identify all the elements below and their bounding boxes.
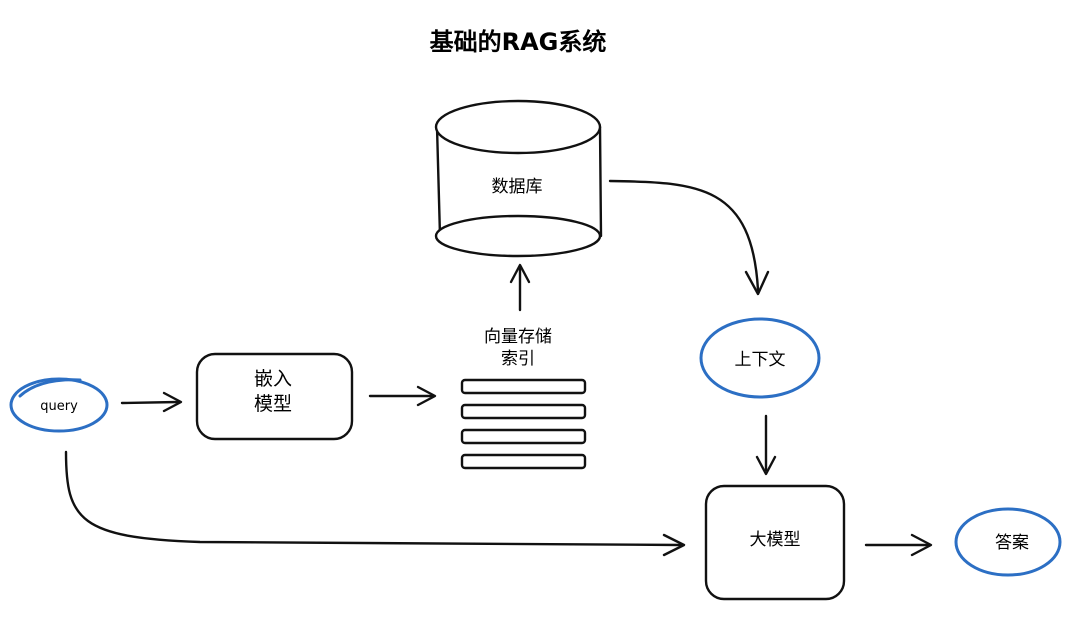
vector-index-bar [460, 403, 587, 420]
embedding-model-box [195, 352, 354, 441]
database-bottom-ellipse [434, 214, 602, 258]
context-label: 上下文 [735, 350, 786, 370]
database-cylinder: 数据库 [434, 99, 603, 258]
context-node: 上下文 [699, 317, 821, 399]
query-node: query [9, 377, 109, 433]
answer-node: 答案 [954, 507, 1062, 577]
database-top-ellipse [434, 99, 602, 155]
database-label: 数据库 [492, 177, 543, 197]
vector-index-label-line1: 向量存储 [484, 327, 552, 347]
vector-index-bars [460, 378, 587, 470]
arrow-context-to-llm [755, 414, 777, 476]
embedding-model-label-line2: 模型 [254, 393, 292, 415]
embedding-model-label-line1: 嵌入 [254, 368, 292, 390]
vector-index-bar [460, 428, 587, 445]
arrow-query-to-llm [64, 450, 686, 557]
llm-node: 大模型 [704, 484, 846, 601]
vector-index-bar [460, 378, 587, 395]
diagram-title: 基础的RAG系统 [430, 28, 607, 56]
answer-ellipse [954, 507, 1062, 577]
arrow-embedding-to-index [368, 385, 437, 407]
arrow-query-to-embedding [120, 391, 183, 413]
vector-index-label-line2: 索引 [501, 349, 535, 369]
answer-label: 答案 [995, 533, 1029, 553]
llm-label: 大模型 [750, 530, 801, 550]
arrow-index-to-database [509, 263, 531, 312]
embedding-model-node: 嵌入 模型 [195, 352, 354, 441]
context-ellipse [699, 317, 821, 399]
vector-index-bar [460, 453, 587, 470]
arrow-llm-to-answer [864, 533, 933, 557]
llm-box [704, 484, 846, 601]
arrow-database-to-context [608, 179, 770, 296]
query-ellipse-overstroke [18, 378, 82, 398]
query-label: query [40, 399, 78, 414]
